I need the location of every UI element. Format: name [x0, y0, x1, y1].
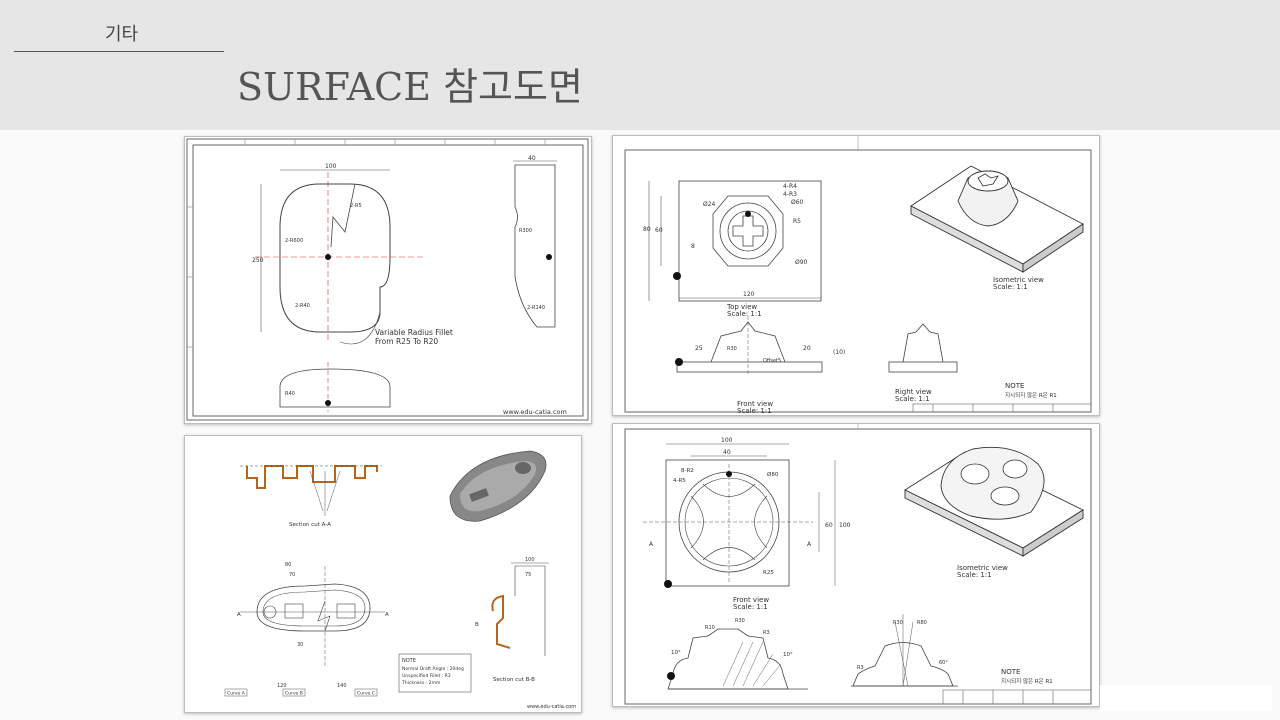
dim-8-r2: 8-R2 — [681, 468, 694, 474]
dim-side-40: 40 — [528, 155, 536, 162]
dim-60: 60 — [655, 227, 663, 234]
dim-phi90: Ø90 — [795, 259, 808, 266]
angle-10-left: 10° — [671, 650, 681, 656]
angle-60: 60° — [939, 660, 948, 666]
dim-40-front: 40 — [723, 449, 731, 456]
dim-r140: 2-R140 — [527, 305, 545, 311]
curve-a-label: Curve A — [227, 691, 246, 697]
label-a-right: A — [385, 612, 389, 618]
note-line-3: Thickness : 2mm — [401, 680, 440, 686]
dim-phi24: Ø24 — [703, 201, 716, 208]
dim-r4: 4-R4 — [783, 183, 797, 190]
reference-drawing-2: 120 80 60 8 Ø24 Ø60 Ø90 4-R4 4-R3 R5 Top… — [612, 135, 1100, 416]
note-title-2: NOTE — [1005, 382, 1024, 390]
dim-r300: R300 — [519, 228, 532, 234]
label-a-right-4: A — [807, 541, 812, 548]
dim-r40-bottom: R40 — [285, 391, 295, 397]
right-view-label: Right view — [895, 388, 932, 396]
section-aa-label: Section cut A-A — [289, 522, 331, 528]
reference-drawing-4: 100 40 60 100 A A 8-R2 4-R5 Ø80 R25 Fron… — [612, 423, 1100, 707]
dim-r80-right: R80 — [917, 620, 927, 626]
dim-height-250: 250 — [252, 257, 264, 264]
watermark-1: www.edu-catia.com — [503, 408, 567, 416]
dim-8: 8 — [691, 243, 695, 250]
note-title-3: NOTE — [402, 658, 416, 664]
note-line-2: Unspecified Fillet : R3 — [402, 673, 451, 679]
dim-60-front: 60 — [825, 522, 833, 529]
fillet-note-line-2: From R25 To R20 — [375, 337, 438, 346]
drawing-3-canvas: Section cut A-A A A 80 70 30 120 140 Cur… — [224, 450, 576, 710]
right-view-scale: Scale: 1:1 — [895, 395, 930, 403]
dim-100-side: 100 — [839, 522, 851, 529]
drawing-2-canvas: 120 80 60 8 Ø24 Ø60 Ø90 4-R4 4-R3 R5 Top… — [624, 136, 1092, 415]
dim-r3-section: R3 — [763, 630, 770, 636]
dim-r30: R30 — [727, 346, 737, 352]
dim-offset: Offset5 — [763, 358, 781, 364]
dim-120: 120 — [743, 291, 755, 298]
dim-80: 80 — [643, 226, 651, 233]
note-body-2: 지시되지 않은 R은 R1 — [1005, 391, 1057, 399]
fillet-note-line-1: Variable Radius Fillet — [375, 328, 453, 337]
drawing-4-canvas: 100 40 60 100 A A 8-R2 4-R5 Ø80 R25 Fron… — [624, 424, 1092, 705]
iso-view-scale: Scale: 1:1 — [993, 283, 1028, 291]
iso-view-label-4: Isometric view — [957, 564, 1008, 572]
slide-header: 기타 SURFACE 참고도면 — [0, 0, 1280, 130]
top-view-label: Top view — [726, 303, 757, 311]
reference-drawing-1: 100 250 2-R600 2-R40 2-R5 Variable Radiu… — [184, 136, 592, 424]
front-view-label-4: Front view — [733, 596, 769, 604]
angle-10-right: 10° — [783, 652, 793, 658]
front-view-scale-4: Scale: 1:1 — [733, 603, 768, 611]
dim-phi60: Ø60 — [791, 199, 804, 206]
dim-75-bb: 75 — [525, 572, 531, 578]
dim-r40: 2-R40 — [295, 303, 310, 309]
top-view-scale: Scale: 1:1 — [727, 310, 762, 318]
note-line-1: Normal Draft Angle : 20deg — [402, 666, 464, 672]
dim-r5: 2-R5 — [350, 203, 362, 209]
dim-4-r5: 4-R5 — [673, 478, 686, 484]
curve-c-label: Curve C — [357, 691, 375, 697]
dim-100-front: 100 — [721, 437, 733, 444]
dim-r30-section: R30 — [735, 618, 745, 624]
section-bb-label: Section cut B-B — [493, 677, 535, 683]
dim-r600: 2-R600 — [285, 238, 303, 244]
dim-70-plan: 70 — [289, 572, 295, 578]
category-label: 기타 — [105, 24, 139, 45]
note-title-4: NOTE — [1001, 668, 1020, 676]
label-a-left: A — [237, 612, 241, 618]
dim-phi80: Ø80 — [767, 471, 779, 478]
dim-r25: R25 — [763, 570, 774, 576]
category-underline — [14, 51, 224, 52]
label-b: B — [475, 622, 479, 628]
watermark-3: www.edu-catia.com — [527, 704, 576, 710]
dim-r3-right: R3 — [857, 665, 864, 671]
dim-r3: 4-R3 — [783, 191, 797, 198]
dim-100-bb: 100 — [525, 557, 535, 563]
iso-view-label: Isometric view — [993, 276, 1044, 284]
dim-r5: R5 — [793, 218, 801, 225]
note-body-4: 지시되지 않은 R은 R1 — [1001, 677, 1053, 685]
front-view-label: Front view — [737, 400, 773, 408]
curve-b-label: Curve B — [285, 691, 303, 697]
reference-drawing-3: Section cut A-A A A 80 70 30 120 140 Cur… — [184, 435, 582, 713]
label-a-left-4: A — [649, 541, 654, 548]
front-view-scale: Scale: 1:1 — [737, 407, 772, 415]
dim-80-plan: 80 — [285, 562, 291, 568]
slide-title: SURFACE 참고도면 — [237, 65, 583, 109]
footer-strip — [1100, 685, 1272, 711]
dim-30-plan: 30 — [297, 642, 303, 648]
dim-20: 20 — [803, 345, 811, 352]
drawing-1-canvas: 100 250 2-R600 2-R40 2-R5 Variable Radiu… — [186, 138, 589, 421]
dim-10: (10) — [833, 349, 845, 356]
dim-25: 25 — [695, 345, 703, 352]
dim-r30-right: R30 — [893, 620, 903, 626]
dim-r10: R10 — [705, 625, 715, 631]
dim-140-plan: 140 — [337, 683, 347, 689]
dim-width-100: 100 — [325, 163, 337, 170]
iso-view-scale-4: Scale: 1:1 — [957, 571, 992, 579]
dim-120-plan: 120 — [277, 683, 287, 689]
